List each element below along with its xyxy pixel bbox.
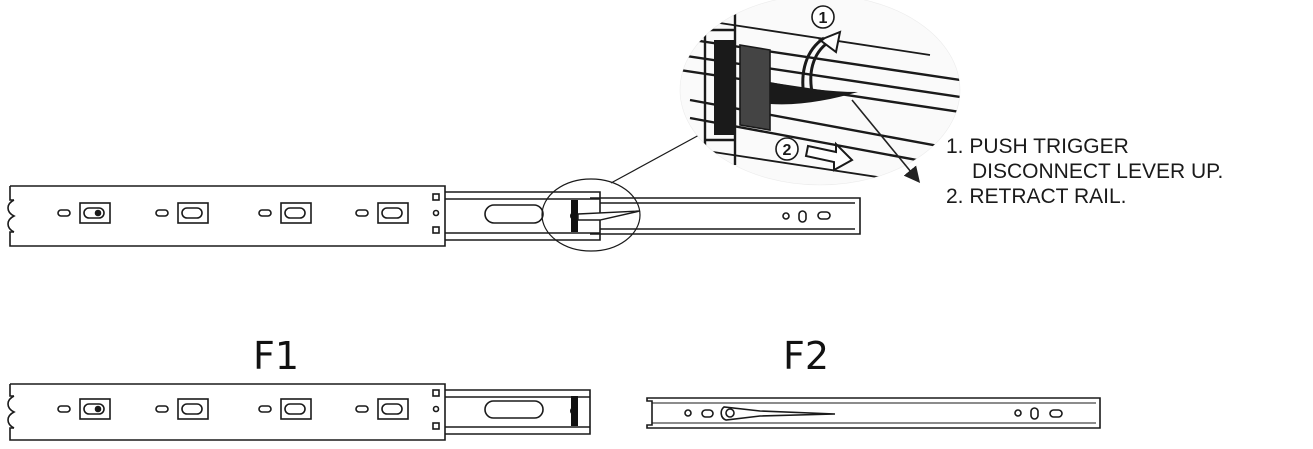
outer-rail-body bbox=[9, 185, 446, 247]
detail-leader-line bbox=[610, 127, 713, 184]
step-1-line-2: DISCONNECT LEVER UP. bbox=[972, 160, 1224, 183]
svg-text:2: 2 bbox=[783, 142, 792, 159]
figure-label-f2: F2 bbox=[783, 334, 830, 378]
detail-highlight-circle bbox=[541, 178, 641, 252]
figure-label-f1: F1 bbox=[253, 334, 300, 378]
top-rail-assembly bbox=[7, 127, 861, 252]
f2-inner-rail bbox=[646, 397, 1101, 429]
zoom-detail: 1 2 bbox=[679, 0, 961, 186]
intermediate-slot bbox=[484, 204, 544, 224]
svg-text:1: 1 bbox=[819, 10, 828, 27]
f1-outer-rail bbox=[7, 383, 591, 441]
step-1-line-1: 1. PUSH TRIGGER bbox=[946, 135, 1129, 158]
callout-marker-1: 1 bbox=[811, 5, 835, 29]
top-rail-slots bbox=[57, 193, 440, 234]
inner-rail bbox=[590, 197, 861, 235]
instructions-text: 1. PUSH TRIGGER DISCONNECT LEVER UP. 2. … bbox=[946, 134, 1223, 209]
callout-marker-2: 2 bbox=[775, 137, 799, 161]
step-2: 2. RETRACT RAIL. bbox=[946, 185, 1127, 208]
outer-rail-end-notch bbox=[7, 199, 16, 233]
instruction-pointer-arrow bbox=[851, 99, 921, 183]
inner-rail-holes bbox=[782, 210, 831, 223]
